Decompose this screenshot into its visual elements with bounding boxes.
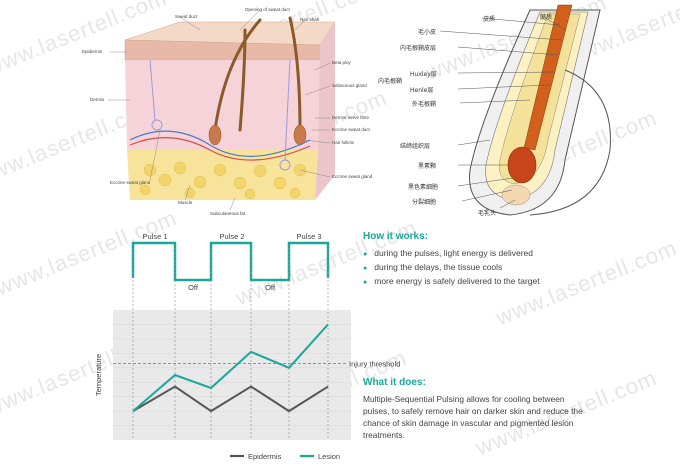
- label-beta-ploy: Beta ploy: [332, 60, 351, 65]
- label-eccrine-sweat-gland-left: Eccrine sweat gland: [110, 180, 150, 185]
- what-it-does-text: Multiple-Sequential Pulsing allows for c…: [363, 393, 588, 441]
- label-nei-mao-gen-qiao: 内毛根鞘: [378, 76, 402, 85]
- how-it-works-item: ● more energy is safely delivered to the …: [363, 276, 540, 286]
- bullet-dot-icon: ●: [363, 265, 367, 272]
- label-huxley: Huxley层: [410, 69, 437, 78]
- label-hei-su-ji: 黑素颗: [418, 161, 436, 170]
- label-wai-mao-gen-qiao: 外毛根鞘: [412, 99, 436, 108]
- label-sui-zhi: 髓质: [540, 12, 552, 21]
- pulse-waveform: [133, 243, 328, 280]
- label-nei-mao-gen-qiao-pi-ceng: 内毛根鞘皮层: [400, 43, 436, 52]
- label-hair-follicle: Hair follicle: [332, 140, 354, 145]
- how-it-works-item-text: more energy is safely delivered to the t…: [374, 276, 539, 286]
- label-subcutaneous-fat: Subcutaneous fat: [210, 211, 245, 216]
- off-label-1: Off: [188, 283, 199, 292]
- how-it-works-item-text: during the pulses, light energy is deliv…: [374, 248, 533, 258]
- label-mao-xiao-pi: 毛小皮: [418, 27, 436, 36]
- label-fen-lie-xi-bao: 分裂细胞: [412, 197, 436, 206]
- injury-threshold-label: Injury threshold: [349, 359, 400, 368]
- plot-area: [113, 310, 351, 440]
- label-hair-shaft: Hair shaft: [300, 17, 319, 22]
- skin-cross-section-illustration: Opening of sweat duct Sweat duct Hair sh…: [0, 0, 390, 225]
- label-dermal-nerve-fibre: Dermal nerve fibre: [332, 115, 369, 120]
- label-dermis: Dermis: [90, 97, 104, 102]
- what-it-does-title: What it does:: [363, 377, 426, 388]
- how-it-works-item: ● during the delays, the tissue cools: [363, 262, 502, 272]
- legend-label-epidermis: Epidermis: [248, 452, 282, 461]
- y-axis-label: Temperature: [94, 354, 103, 396]
- legend-label-lesion: Lesion: [318, 452, 340, 461]
- chart-legend: Epidermis Lesion: [230, 452, 340, 461]
- how-it-works-title: How it works:: [363, 231, 428, 242]
- skin-diagram-svg: [0, 0, 390, 225]
- label-pi-zhi: 皮质: [483, 14, 495, 23]
- label-hei-su-xi-bao: 黑色素细胞: [408, 182, 438, 191]
- off-label-2: Off: [265, 283, 276, 292]
- bullet-dot-icon: ●: [363, 279, 367, 286]
- label-sweat-duct: Sweat duct: [175, 14, 197, 19]
- how-it-works-item: ● during the pulses, light energy is deli…: [363, 248, 533, 258]
- label-jie-di-zu-zhi-ceng: 结缔组织层: [400, 141, 430, 150]
- hair-follicle-illustration: 皮质 髓质 毛小皮 内毛根鞘皮层 Huxley层 内毛根鞘 Henle层 外毛根…: [390, 0, 680, 225]
- label-epidermis: Epidermis: [82, 49, 102, 54]
- label-opening-of-sweat-duct: Opening of sweat duct: [245, 7, 290, 12]
- label-mao-ru-tou: 毛乳头: [478, 208, 496, 217]
- how-it-works-item-text: during the delays, the tissue cools: [374, 262, 502, 272]
- label-sebaceous-gland: Sebaceous gland: [332, 83, 367, 88]
- pulse-label-3: Pulse 3: [296, 232, 321, 241]
- label-eccrine-sweat-duct: Eccrine sweat duct: [332, 127, 370, 132]
- bullet-dot-icon: ●: [363, 251, 367, 258]
- label-eccrine-sweat-gland-right: Eccrine sweat gland: [332, 174, 372, 179]
- label-muscle: Muscle: [178, 200, 192, 205]
- pulse-label-1: Pulse 1: [142, 232, 167, 241]
- label-henle: Henle层: [410, 85, 433, 94]
- pulse-label-2: Pulse 2: [219, 232, 244, 241]
